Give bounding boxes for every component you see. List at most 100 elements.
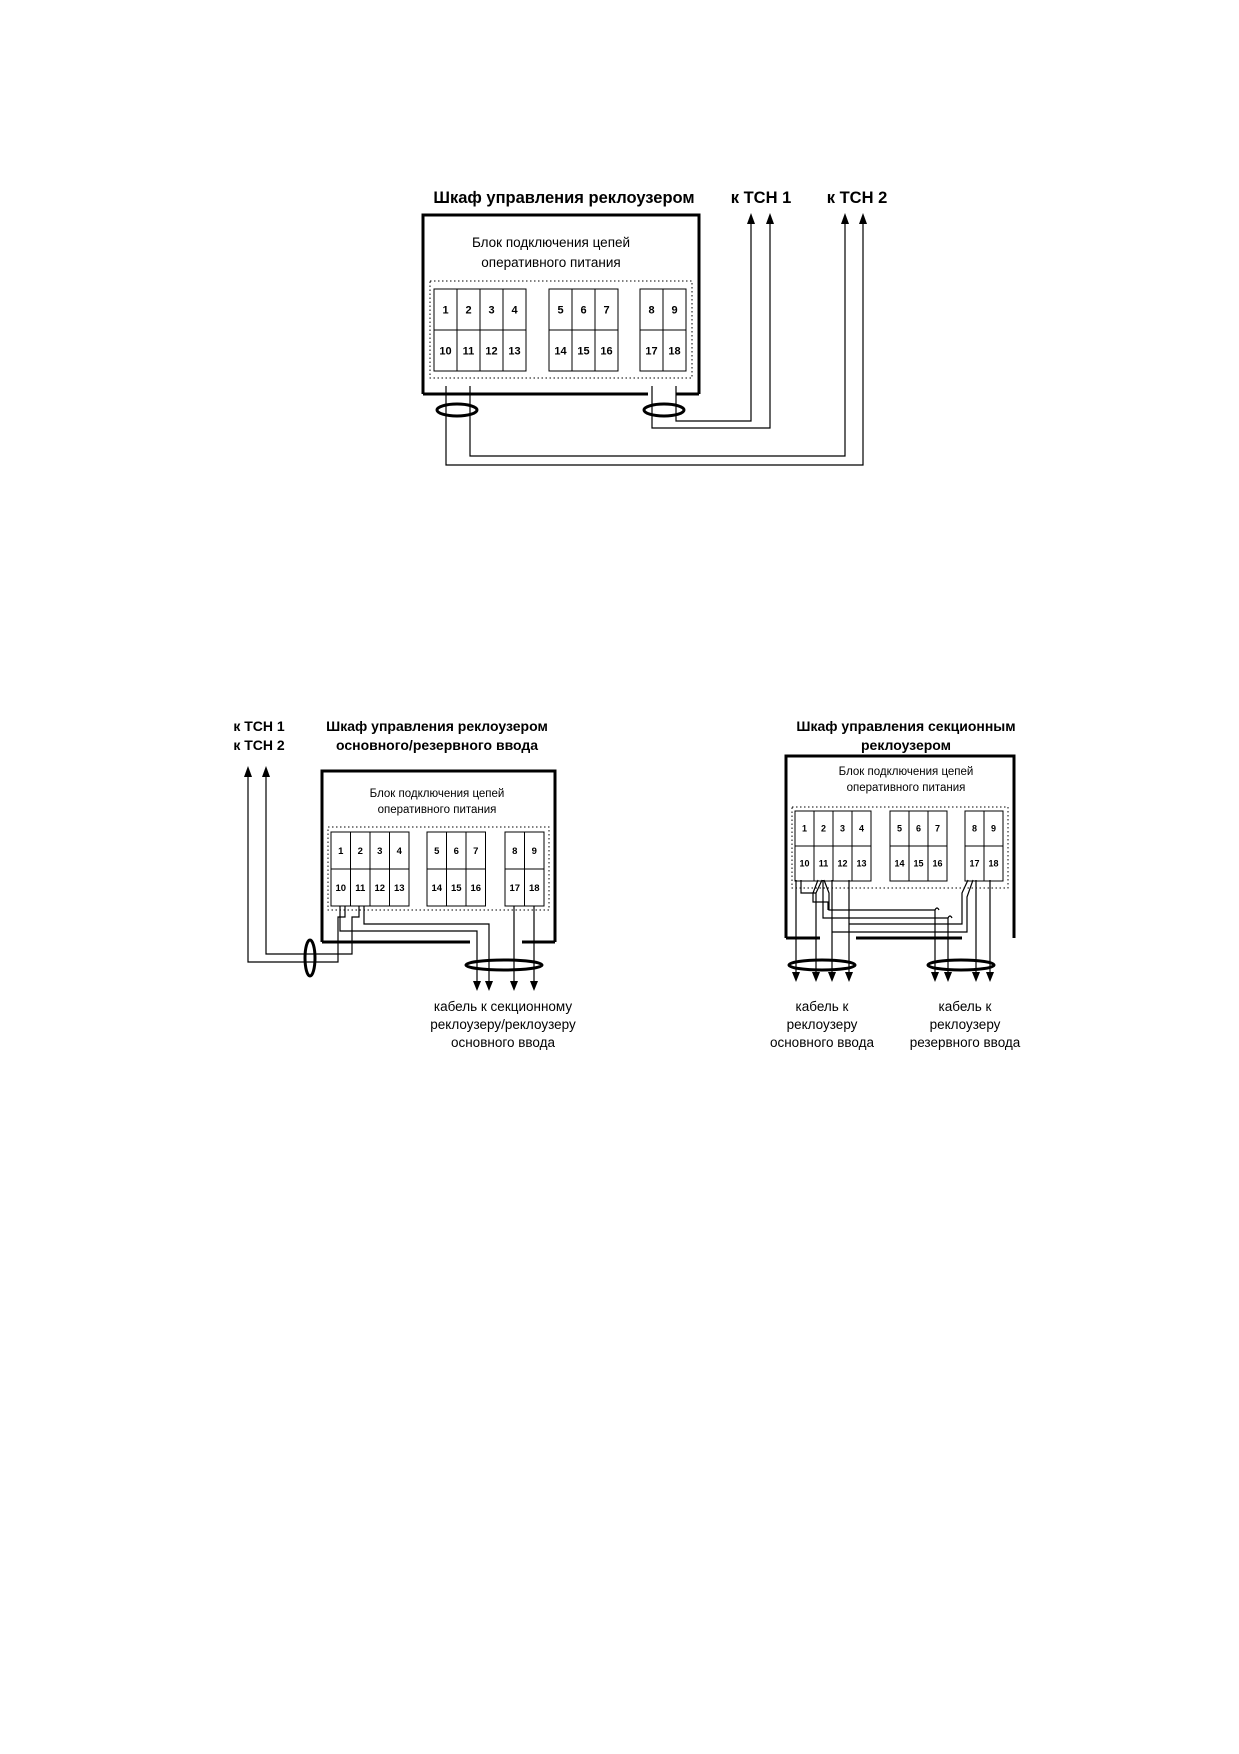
terminal-number: 9 xyxy=(532,846,537,857)
terminal-number: 13 xyxy=(394,883,405,894)
terminal-block-outline xyxy=(429,280,693,379)
terminal-number: 18 xyxy=(988,859,998,869)
diagram-top: Шкаф управления реклоузером к ТСН 1 к ТС… xyxy=(421,189,887,466)
diagram-sectional: Шкаф управления секционным реклоузером Б… xyxy=(770,718,1021,1050)
terminal-number: 2 xyxy=(821,824,826,834)
terminal-number: 8 xyxy=(648,304,654,316)
terminal-number: 4 xyxy=(397,846,403,857)
block-label-line2: оперативного питания xyxy=(481,255,621,270)
cabinet-frame xyxy=(784,754,1016,938)
terminal-cell xyxy=(851,845,872,882)
cabinet-frame xyxy=(320,769,557,942)
cable-wire xyxy=(812,879,829,910)
arrow-down-icon xyxy=(845,972,853,982)
terminal-number: 1 xyxy=(442,304,448,316)
terminal-number: 2 xyxy=(465,304,471,316)
terminal-number: 14 xyxy=(431,883,442,894)
terminal-number: 7 xyxy=(603,304,609,316)
cable-wire xyxy=(822,880,949,972)
terminal-number: 1 xyxy=(338,846,344,857)
cable-ring xyxy=(435,402,479,418)
terminal-number: 13 xyxy=(856,859,866,869)
cabinet-title-line2: реклоузером xyxy=(861,737,951,753)
terminal-number: 17 xyxy=(969,859,979,869)
terminal-number: 17 xyxy=(509,883,520,894)
terminal-number: 12 xyxy=(837,859,847,869)
terminal-number: 12 xyxy=(374,883,385,894)
terminal-number: 18 xyxy=(529,883,540,894)
cabinet-title-line1: Шкаф управления реклоузером xyxy=(326,718,548,734)
terminal-number: 13 xyxy=(508,345,520,357)
terminal-cell xyxy=(662,329,687,372)
arrow-up-icon xyxy=(841,213,849,224)
terminal-cell xyxy=(983,845,1004,882)
cable-label-line3: основного ввода xyxy=(451,1035,556,1050)
cable-main-line2: реклоузеру xyxy=(787,1017,858,1032)
cable-reserve-line2: реклоузеру xyxy=(930,1017,1001,1032)
terminal-number: 5 xyxy=(557,304,563,316)
arrow-down-icon xyxy=(828,972,836,982)
wire-crossing xyxy=(947,915,953,919)
to-tsn2-label: к ТСН 2 xyxy=(233,737,285,753)
terminal-number: 14 xyxy=(894,859,904,869)
terminal-number: 15 xyxy=(913,859,923,869)
wire-to-tsn2-a xyxy=(445,224,864,466)
terminal-number: 16 xyxy=(932,859,942,869)
cable-ring xyxy=(303,938,317,978)
terminal-number: 11 xyxy=(819,859,829,869)
wire-to-tsn1-b xyxy=(651,224,771,429)
terminal-number: 11 xyxy=(463,345,475,357)
arrow-down-icon xyxy=(485,981,493,991)
terminal-number: 3 xyxy=(840,824,845,834)
terminal-number: 5 xyxy=(434,846,440,857)
cable-ring xyxy=(464,958,544,972)
wire-crossing xyxy=(934,907,940,911)
arrow-down-icon xyxy=(510,981,518,991)
cable-reserve-line1: кабель к xyxy=(939,999,992,1014)
arrow-down-icon xyxy=(792,972,800,982)
terminal-number: 10 xyxy=(335,883,346,894)
cable-ring xyxy=(926,958,996,972)
terminal-cell xyxy=(389,868,410,907)
terminal-number: 17 xyxy=(645,345,657,357)
arrow-down-icon xyxy=(530,981,538,991)
block-label-line1: Блок подключения цепей xyxy=(370,788,505,800)
arrow-up-icon xyxy=(262,766,270,777)
arrow-down-icon xyxy=(944,972,952,982)
wire-to-tsn2-b xyxy=(469,224,846,457)
wire-to-tsn2 xyxy=(265,775,360,955)
to-tsn1-label: к ТСН 1 xyxy=(731,189,792,207)
terminal-number: 6 xyxy=(454,846,459,857)
terminal-number: 8 xyxy=(512,846,517,857)
cable-main-line3: основного ввода xyxy=(770,1035,875,1050)
terminal-number: 2 xyxy=(358,846,363,857)
wire-to-tsn1-a xyxy=(675,224,752,422)
terminal-number: 10 xyxy=(439,345,451,357)
terminal-number: 7 xyxy=(935,824,940,834)
cabinet-title: Шкаф управления реклоузером xyxy=(433,189,694,207)
terminal-number: 7 xyxy=(473,846,478,857)
cable-ring xyxy=(787,958,857,972)
terminal-number: 10 xyxy=(799,859,809,869)
terminal-number: 8 xyxy=(972,824,977,834)
cable-wire xyxy=(823,879,936,972)
terminal-cell xyxy=(927,845,948,882)
terminal-cell xyxy=(465,868,486,907)
cable-wire xyxy=(339,906,478,981)
cabinet-frame xyxy=(421,213,701,394)
arrow-down-icon xyxy=(972,972,980,982)
to-tsn1-label: к ТСН 1 xyxy=(233,718,285,734)
terminal-number: 5 xyxy=(897,824,902,834)
arrow-down-icon xyxy=(812,972,820,982)
cabinet-title-line1: Шкаф управления секционным xyxy=(796,718,1015,734)
block-label-line2: оперативного питания xyxy=(847,782,966,794)
terminal-number: 4 xyxy=(511,304,518,316)
terminal-number: 6 xyxy=(916,824,921,834)
terminal-number: 3 xyxy=(488,304,494,316)
arrow-down-icon xyxy=(931,972,939,982)
terminal-number: 9 xyxy=(671,304,677,316)
